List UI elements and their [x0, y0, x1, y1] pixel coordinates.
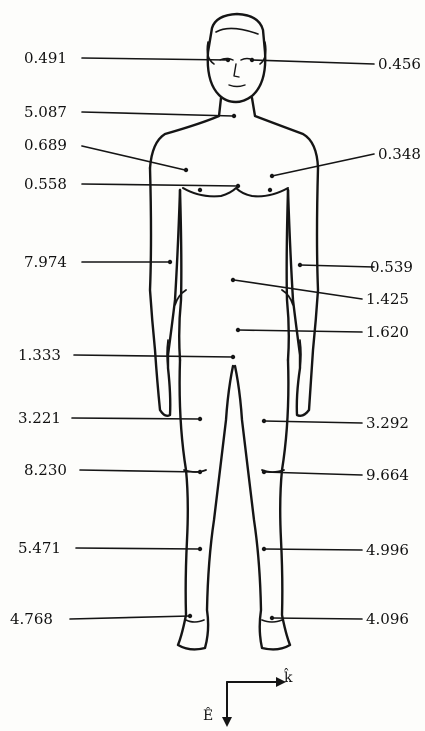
left-arm — [150, 168, 180, 416]
leader-thigh-left — [72, 418, 200, 419]
leader-neck — [82, 112, 233, 116]
leader-arm-right — [300, 265, 374, 267]
leader-nipple-left — [82, 184, 238, 186]
label-chest-left: 0.689 — [24, 136, 67, 154]
leader-head-right — [252, 60, 374, 64]
label-abdomen: 1.425 — [366, 290, 409, 308]
label-calf-right: 4.996 — [366, 541, 409, 559]
label-ankle-right: 4.096 — [366, 610, 409, 628]
leader-groin — [74, 355, 233, 357]
label-arm-right: 0.539 — [370, 258, 413, 276]
leader-chest-right — [272, 154, 374, 176]
label-knee-right: 9.664 — [366, 466, 409, 484]
leader-ankle-left — [70, 616, 190, 619]
leader-abdomen — [234, 280, 362, 299]
right-leg — [235, 360, 290, 649]
right-torso-side — [287, 190, 289, 360]
label-thigh-left: 3.221 — [18, 409, 61, 427]
label-groin: 1.333 — [18, 346, 61, 364]
label-ankle-left: 4.768 — [10, 610, 53, 628]
left-torso-side — [179, 190, 181, 360]
left-leg — [178, 360, 233, 649]
left-neck-shoulder — [150, 98, 221, 168]
label-chest-right: 0.348 — [378, 145, 421, 163]
leader-calf-right — [264, 549, 362, 550]
label-neck: 5.087 — [24, 103, 67, 121]
leader-ankle-right — [272, 618, 362, 619]
label-arm-left: 7.974 — [24, 253, 67, 271]
leader-knee-left — [80, 470, 200, 472]
leader-navel — [238, 330, 362, 332]
head — [207, 14, 266, 102]
label-thigh-right: 3.292 — [366, 414, 409, 432]
label-knee-left: 8.230 — [24, 461, 67, 479]
axis-e-label: Ê — [203, 708, 213, 724]
label-calf-left: 5.471 — [18, 539, 61, 557]
leader-thigh-right — [264, 421, 362, 423]
leader-chest-left — [82, 146, 185, 170]
label-nipple-left: 0.558 — [24, 175, 67, 193]
label-head-left: 0.491 — [24, 49, 67, 67]
leader-knee-right — [264, 472, 362, 475]
right-neck-shoulder — [252, 98, 318, 168]
leader-lines — [70, 58, 374, 619]
axis-arrows — [222, 677, 286, 727]
leader-calf-left — [76, 548, 200, 549]
leader-head-left — [82, 58, 228, 60]
label-navel: 1.620 — [366, 323, 409, 341]
axis-k-label: k̂ — [284, 670, 292, 686]
label-head-right: 0.456 — [378, 55, 421, 73]
